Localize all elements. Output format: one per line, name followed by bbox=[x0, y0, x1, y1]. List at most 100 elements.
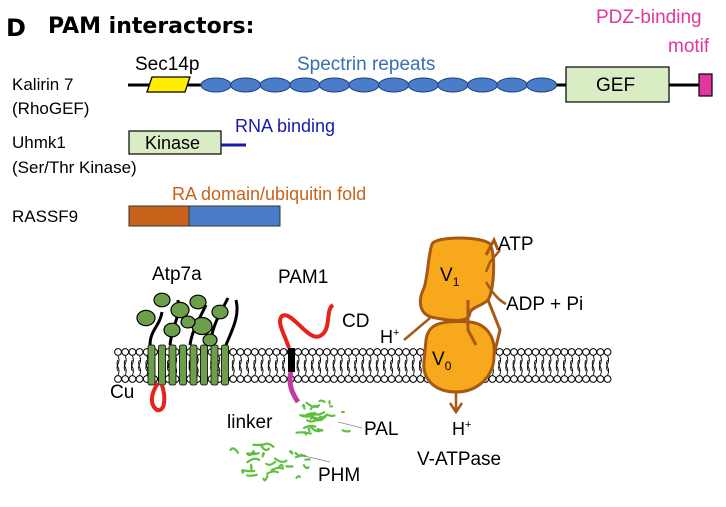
lipid-head bbox=[259, 349, 266, 356]
phm-ribbon bbox=[264, 444, 274, 447]
phm-ribbon bbox=[242, 470, 243, 472]
ubiquitin-fold-domain bbox=[189, 206, 280, 226]
lipid-head bbox=[388, 376, 395, 383]
atp-label: ATP bbox=[498, 235, 534, 254]
lipid-head bbox=[331, 349, 338, 356]
lipid-head bbox=[352, 376, 359, 383]
v1-label: V1 bbox=[440, 266, 459, 288]
lipid-head bbox=[403, 349, 410, 356]
spectrin-repeat bbox=[467, 78, 497, 92]
lipid-head bbox=[352, 349, 359, 356]
cu-label: Cu bbox=[110, 383, 134, 402]
v1-subscript: 1 bbox=[453, 275, 460, 289]
pal-ribbon bbox=[297, 432, 311, 433]
lipid-head bbox=[417, 349, 424, 356]
pal-ribbon bbox=[304, 426, 315, 428]
lipid-head bbox=[604, 349, 611, 356]
v-atpase-label: V-ATPase bbox=[417, 450, 501, 469]
sec14p-domain bbox=[147, 77, 190, 92]
lipid-head bbox=[532, 376, 539, 383]
spectrin-repeat bbox=[290, 78, 320, 92]
v0-label: V0 bbox=[432, 350, 451, 372]
lipid-head bbox=[489, 376, 496, 383]
lipid-head bbox=[359, 376, 366, 383]
lipid-head bbox=[597, 349, 604, 356]
phm-ribbon bbox=[275, 459, 286, 462]
lipid-head bbox=[518, 349, 525, 356]
h-plus-top-label: H+ bbox=[380, 328, 399, 346]
h-plus-top-letter: H bbox=[380, 327, 393, 347]
lipid-head bbox=[496, 349, 503, 356]
gef-label: GEF bbox=[596, 76, 635, 95]
phm-leader-line bbox=[300, 455, 330, 462]
pdz-label-line1: PDZ-binding bbox=[596, 8, 702, 27]
pal-ribbon bbox=[342, 430, 349, 431]
lipid-head bbox=[338, 349, 345, 356]
metal-binding-domain bbox=[181, 316, 195, 328]
lipid-head bbox=[554, 349, 561, 356]
lipid-head bbox=[395, 376, 402, 383]
lipid-head bbox=[280, 376, 287, 383]
spectrin-repeat bbox=[408, 78, 438, 92]
lipid-head bbox=[604, 376, 611, 383]
lipid-head bbox=[237, 349, 244, 356]
lipid-head bbox=[590, 349, 597, 356]
pal-ribbon bbox=[318, 429, 319, 430]
pal-ribbon bbox=[327, 415, 334, 416]
pal-ribbon bbox=[320, 401, 325, 402]
lipid-head bbox=[338, 376, 345, 383]
lipid-head bbox=[251, 349, 258, 356]
lipid-head bbox=[266, 376, 273, 383]
pdz-label-line2: motif bbox=[668, 37, 709, 56]
lipid-head bbox=[273, 376, 280, 383]
rassf9-domain-map bbox=[129, 206, 280, 226]
pal-ribbon bbox=[300, 415, 305, 416]
atp7a-helix bbox=[222, 345, 229, 385]
lipid-head bbox=[388, 349, 395, 356]
lipid-head bbox=[309, 376, 316, 383]
lipid-head bbox=[309, 349, 316, 356]
lipid-head bbox=[323, 376, 330, 383]
lipid-head bbox=[251, 376, 258, 383]
lipid-head bbox=[295, 349, 302, 356]
lipid-head bbox=[511, 376, 518, 383]
ra-domain bbox=[129, 206, 189, 226]
lipid-head bbox=[244, 376, 251, 383]
atp7a-helix bbox=[201, 345, 208, 385]
ra-domain-label: RA domain/ubiquitin fold bbox=[172, 185, 366, 203]
kinase-label: Kinase bbox=[145, 134, 200, 152]
pam1-cytosolic-domain bbox=[280, 305, 333, 348]
lipid-head bbox=[367, 376, 374, 383]
lipid-head bbox=[237, 376, 244, 383]
metal-binding-domain bbox=[212, 305, 228, 319]
spectrin-repeat bbox=[527, 78, 557, 92]
lipid-head bbox=[273, 349, 280, 356]
pam1-label: PAM1 bbox=[278, 268, 328, 287]
lipid-bilayer bbox=[115, 349, 611, 383]
proton-exit-arrow bbox=[450, 392, 462, 412]
metal-binding-domain bbox=[203, 334, 217, 346]
cd-label: CD bbox=[342, 312, 369, 331]
phm-ribbon bbox=[304, 465, 309, 468]
phm-ribbon bbox=[247, 459, 259, 462]
phm-ribbon bbox=[290, 451, 292, 453]
lipid-head bbox=[302, 376, 309, 383]
lipid-head bbox=[518, 376, 525, 383]
pam1-transmembrane bbox=[288, 348, 295, 372]
rna-binding-label: RNA binding bbox=[235, 117, 335, 135]
atp7a-cytosolic-loop bbox=[152, 383, 164, 410]
h-plus-bottom-letter: H bbox=[452, 419, 465, 439]
spectrin-repeat bbox=[379, 78, 409, 92]
lipid-head bbox=[410, 349, 417, 356]
atp7a-helix bbox=[148, 345, 155, 385]
lipid-head bbox=[539, 376, 546, 383]
metal-binding-domain bbox=[154, 293, 170, 307]
lipid-head bbox=[345, 349, 352, 356]
lipid-head bbox=[395, 349, 402, 356]
metal-binding-domain bbox=[164, 323, 180, 337]
h-plus-top-sign: + bbox=[393, 327, 399, 339]
spectrin-repeat bbox=[319, 78, 349, 92]
lipid-head bbox=[280, 349, 287, 356]
spectrin-repeat bbox=[231, 78, 261, 92]
lipid-head bbox=[259, 376, 266, 383]
